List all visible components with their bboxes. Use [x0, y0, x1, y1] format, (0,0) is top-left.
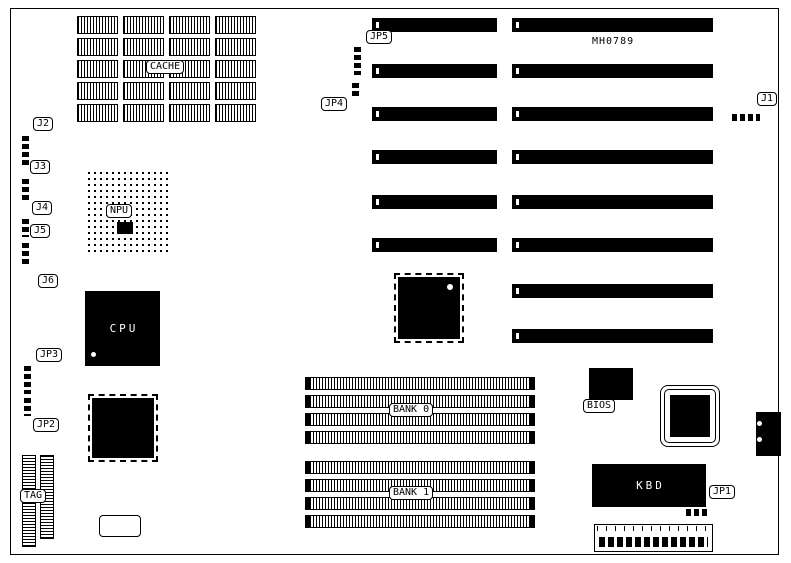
label-bank0: BANK 0 [389, 403, 434, 417]
label-cpu: CPU [109, 322, 139, 335]
jumper-pins-j4 [22, 219, 29, 237]
simm-socket [305, 431, 535, 444]
board-part-number: MH0789 [592, 36, 635, 47]
cache-chip [215, 38, 256, 56]
cache-chip [77, 38, 118, 56]
jumper-label-j2: J2 [33, 117, 54, 131]
power-connector-hole [757, 421, 762, 426]
jumper-pins-j1 [732, 114, 760, 121]
label-bank1: BANK 1 [389, 486, 434, 500]
isa-slot-segment [512, 329, 713, 343]
qfp-chip-middle [394, 273, 464, 343]
cache-chip [77, 60, 118, 78]
dip-connector-block [594, 524, 713, 552]
power-connector [756, 412, 781, 456]
cache-chip [215, 60, 256, 78]
cache-chip [215, 104, 256, 122]
simm-socket [305, 515, 535, 528]
jumper-label-jp2: JP2 [33, 418, 60, 432]
jumper-label-jp1: JP1 [709, 485, 736, 499]
cache-chip [169, 104, 210, 122]
qfp-chip-left [88, 394, 158, 462]
isa-slot-segment [512, 238, 713, 252]
cache-chip [123, 82, 164, 100]
qfp-pin1-dot [447, 284, 453, 290]
cache-chip [123, 104, 164, 122]
cache-chip [123, 38, 164, 56]
isa-slot-segment [372, 195, 497, 209]
isa-slot-segment [512, 107, 713, 121]
simm-socket [305, 377, 535, 390]
cache-chip [215, 16, 256, 34]
isa-slot-segment [512, 195, 713, 209]
jumper-pins-jp2 [24, 398, 31, 416]
cache-chip [215, 82, 256, 100]
isa-slot-segment [372, 238, 497, 252]
jumper-pins-j2 [22, 136, 29, 168]
connector-pin-ticks [597, 526, 710, 531]
label-bios: BIOS [583, 399, 616, 413]
connector-contact-row [599, 537, 708, 547]
jumper-pins-j5 [22, 243, 29, 267]
label-npu: NPU [106, 204, 133, 218]
npu-key-mark [117, 222, 133, 234]
plcc-chip [670, 395, 710, 437]
isa-slot-segment [372, 150, 497, 164]
label-kbd: KBD [636, 479, 665, 492]
jumper-label-jp5: JP5 [366, 30, 393, 44]
cache-chip [169, 38, 210, 56]
bios-chip [589, 368, 633, 400]
cache-chip [123, 16, 164, 34]
cpu-chip: CPU [85, 291, 160, 366]
jumper-pins-jp3 [24, 366, 31, 394]
isa-slot-segment [512, 18, 713, 32]
cache-chip [77, 16, 118, 34]
cpu-pin1-dot [91, 352, 96, 357]
cache-chip-array [77, 16, 256, 122]
power-connector-hole [757, 437, 762, 442]
oscillator [99, 515, 141, 537]
isa-slot-segment [512, 284, 713, 298]
jumper-pins-jp4 [352, 83, 359, 99]
board-outline [10, 8, 779, 555]
jumper-label-jp4: JP4 [321, 97, 348, 111]
plcc-socket-ring [664, 389, 716, 443]
isa-slot-segment [512, 64, 713, 78]
jumper-label-jp3: JP3 [36, 348, 63, 362]
cache-chip [169, 82, 210, 100]
jumper-label-j4: J4 [32, 201, 53, 215]
label-cache: CACHE [146, 60, 185, 74]
kbd-chip: KBD [592, 464, 706, 507]
cache-chip [77, 82, 118, 100]
jumper-pins-jp5 [354, 47, 361, 75]
simm-socket [305, 461, 535, 474]
jumper-pins-jp1 [686, 509, 708, 516]
plcc-socket [660, 385, 720, 447]
cache-chip [77, 104, 118, 122]
isa-slot-segment [372, 107, 497, 121]
jumper-label-j3: J3 [30, 160, 51, 174]
jumper-pins-j3 [22, 179, 29, 203]
cache-chip [169, 16, 210, 34]
jumper-label-j1: J1 [757, 92, 778, 106]
jumper-label-j5: J5 [30, 224, 51, 238]
isa-slot-segment [372, 18, 497, 32]
label-tag: TAG [20, 489, 47, 503]
jumper-label-j6: J6 [38, 274, 59, 288]
isa-slot-segment [512, 150, 713, 164]
isa-slot-segment [372, 64, 497, 78]
